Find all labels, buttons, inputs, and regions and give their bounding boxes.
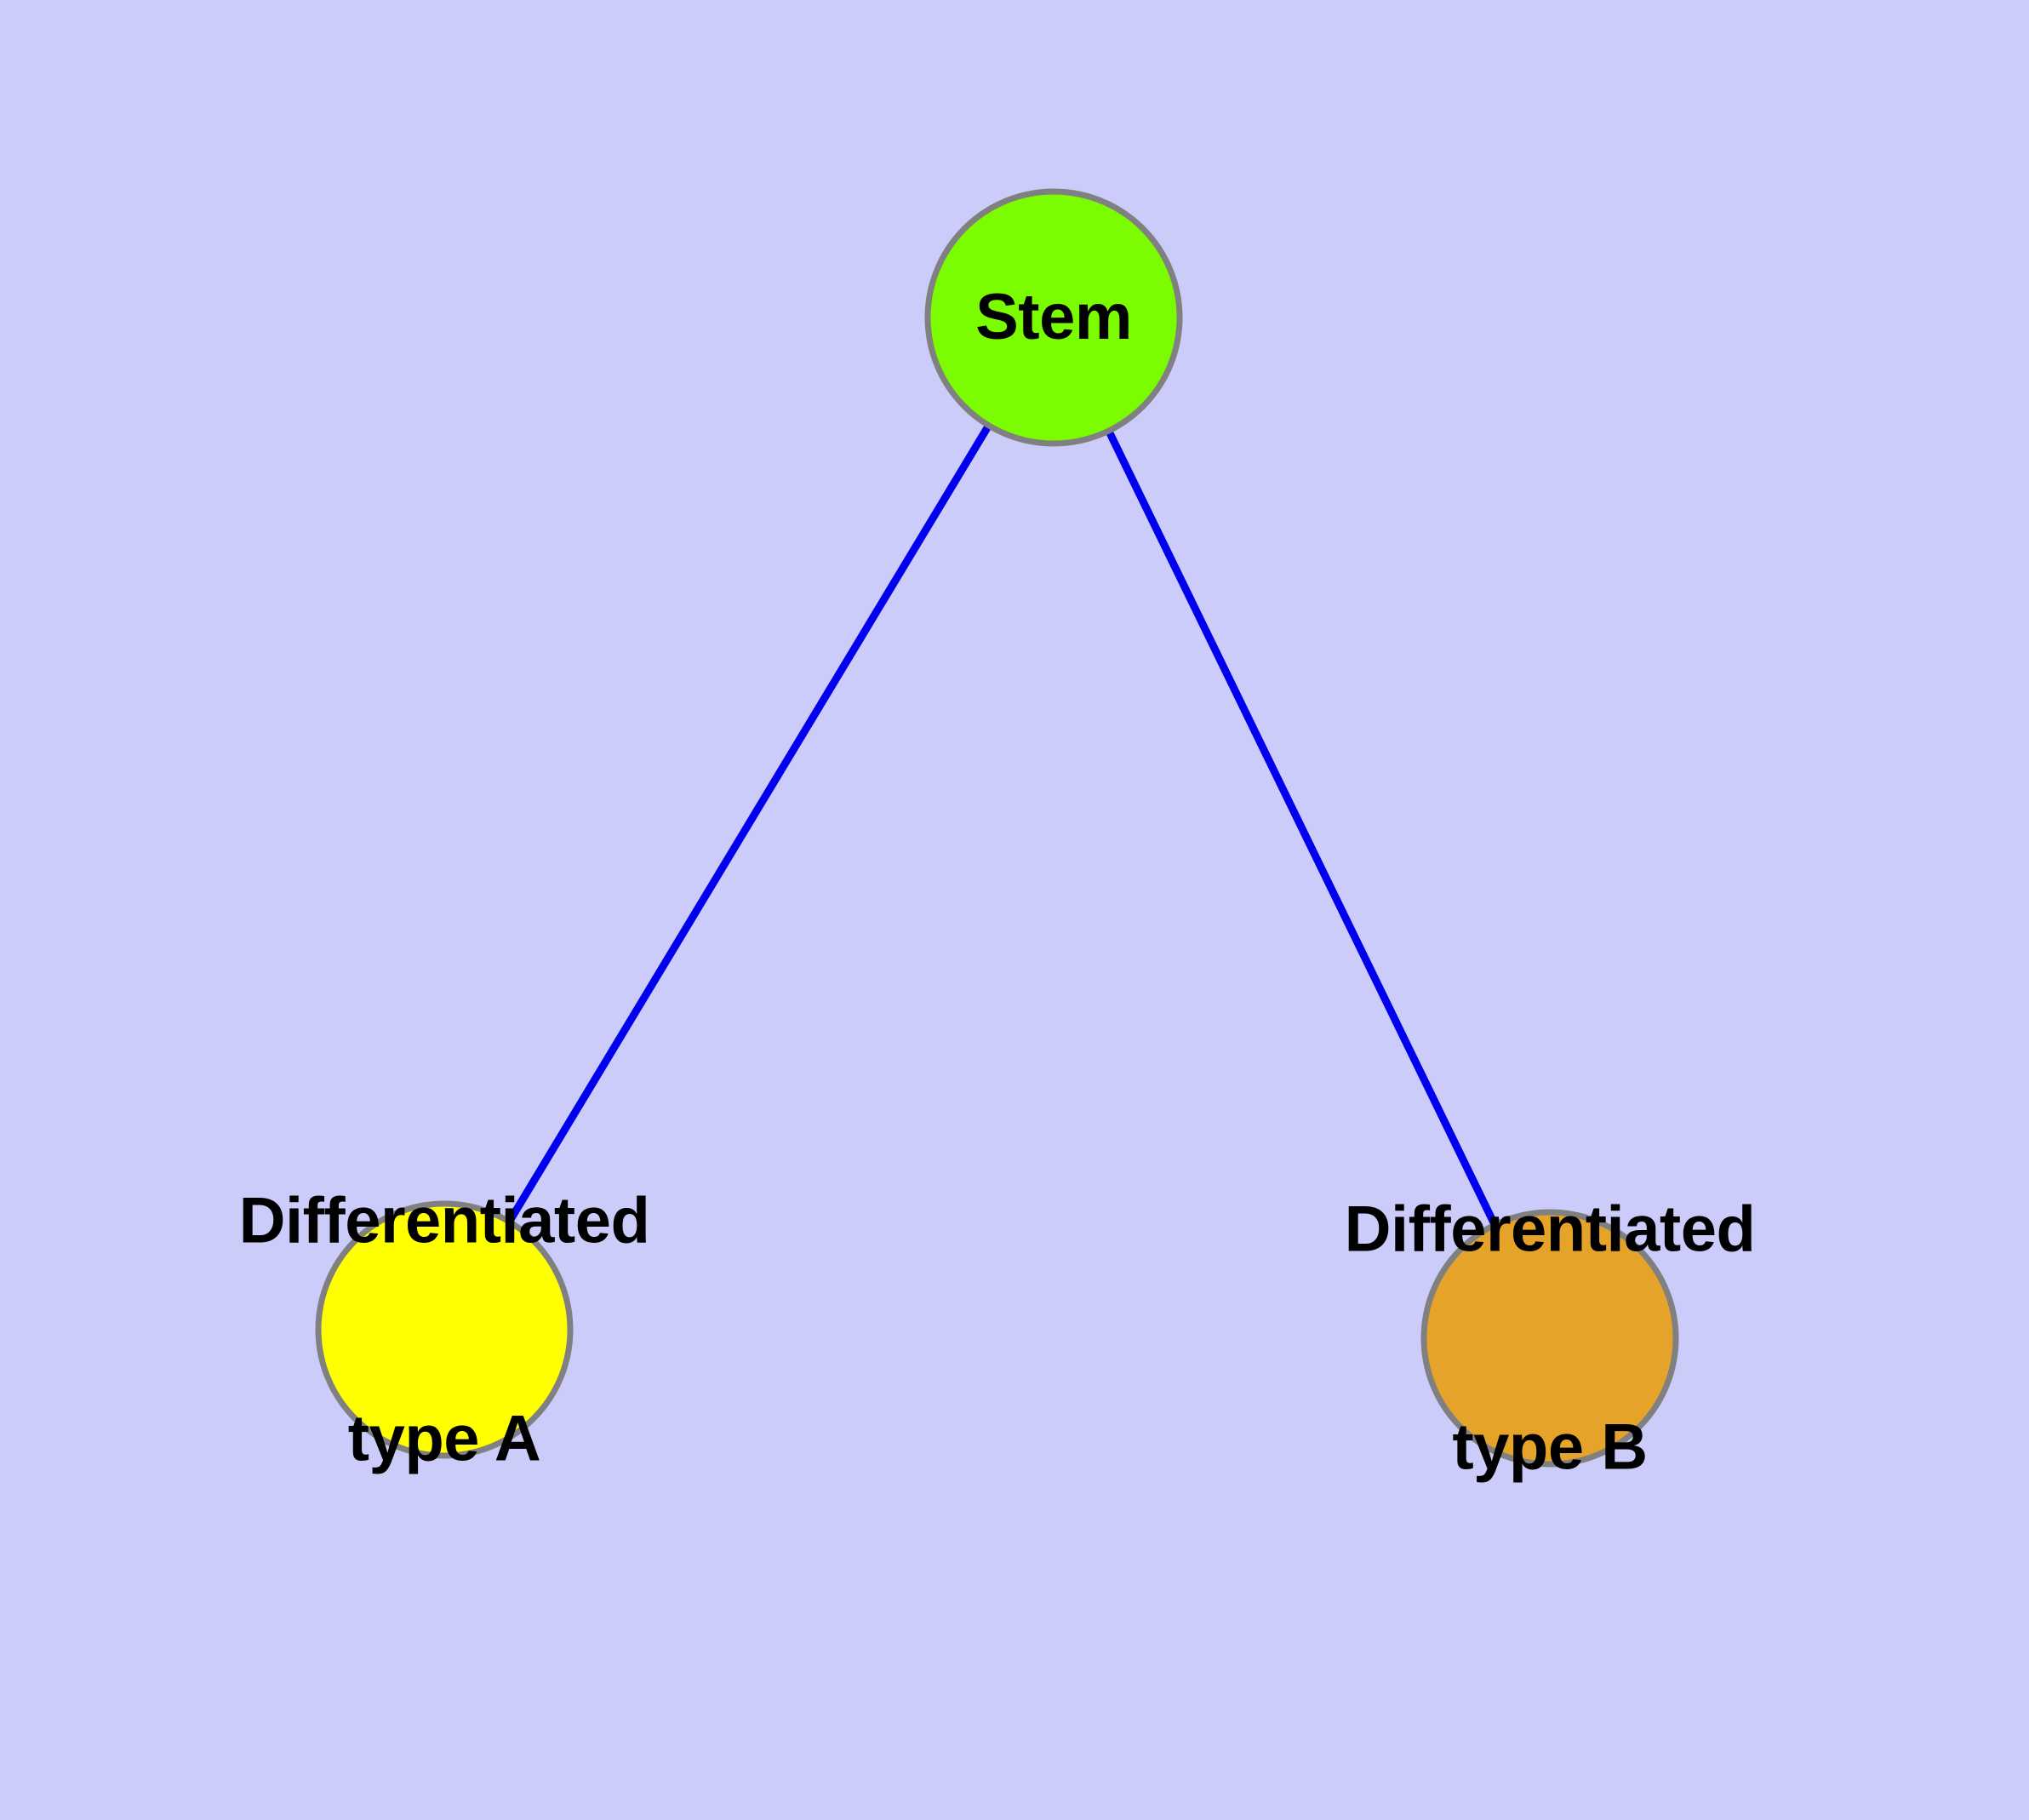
node-differentiated-type-b[interactable] <box>1420 1209 1679 1468</box>
edge-layer <box>505 421 1500 1228</box>
edge-stem-to-differentiated-type-b[interactable] <box>1104 427 1500 1228</box>
node-stem[interactable] <box>924 188 1183 447</box>
edge-stem-to-differentiated-type-a[interactable] <box>505 421 993 1226</box>
node-differentiated-type-a[interactable] <box>315 1200 574 1459</box>
node-layer <box>315 188 1679 1468</box>
